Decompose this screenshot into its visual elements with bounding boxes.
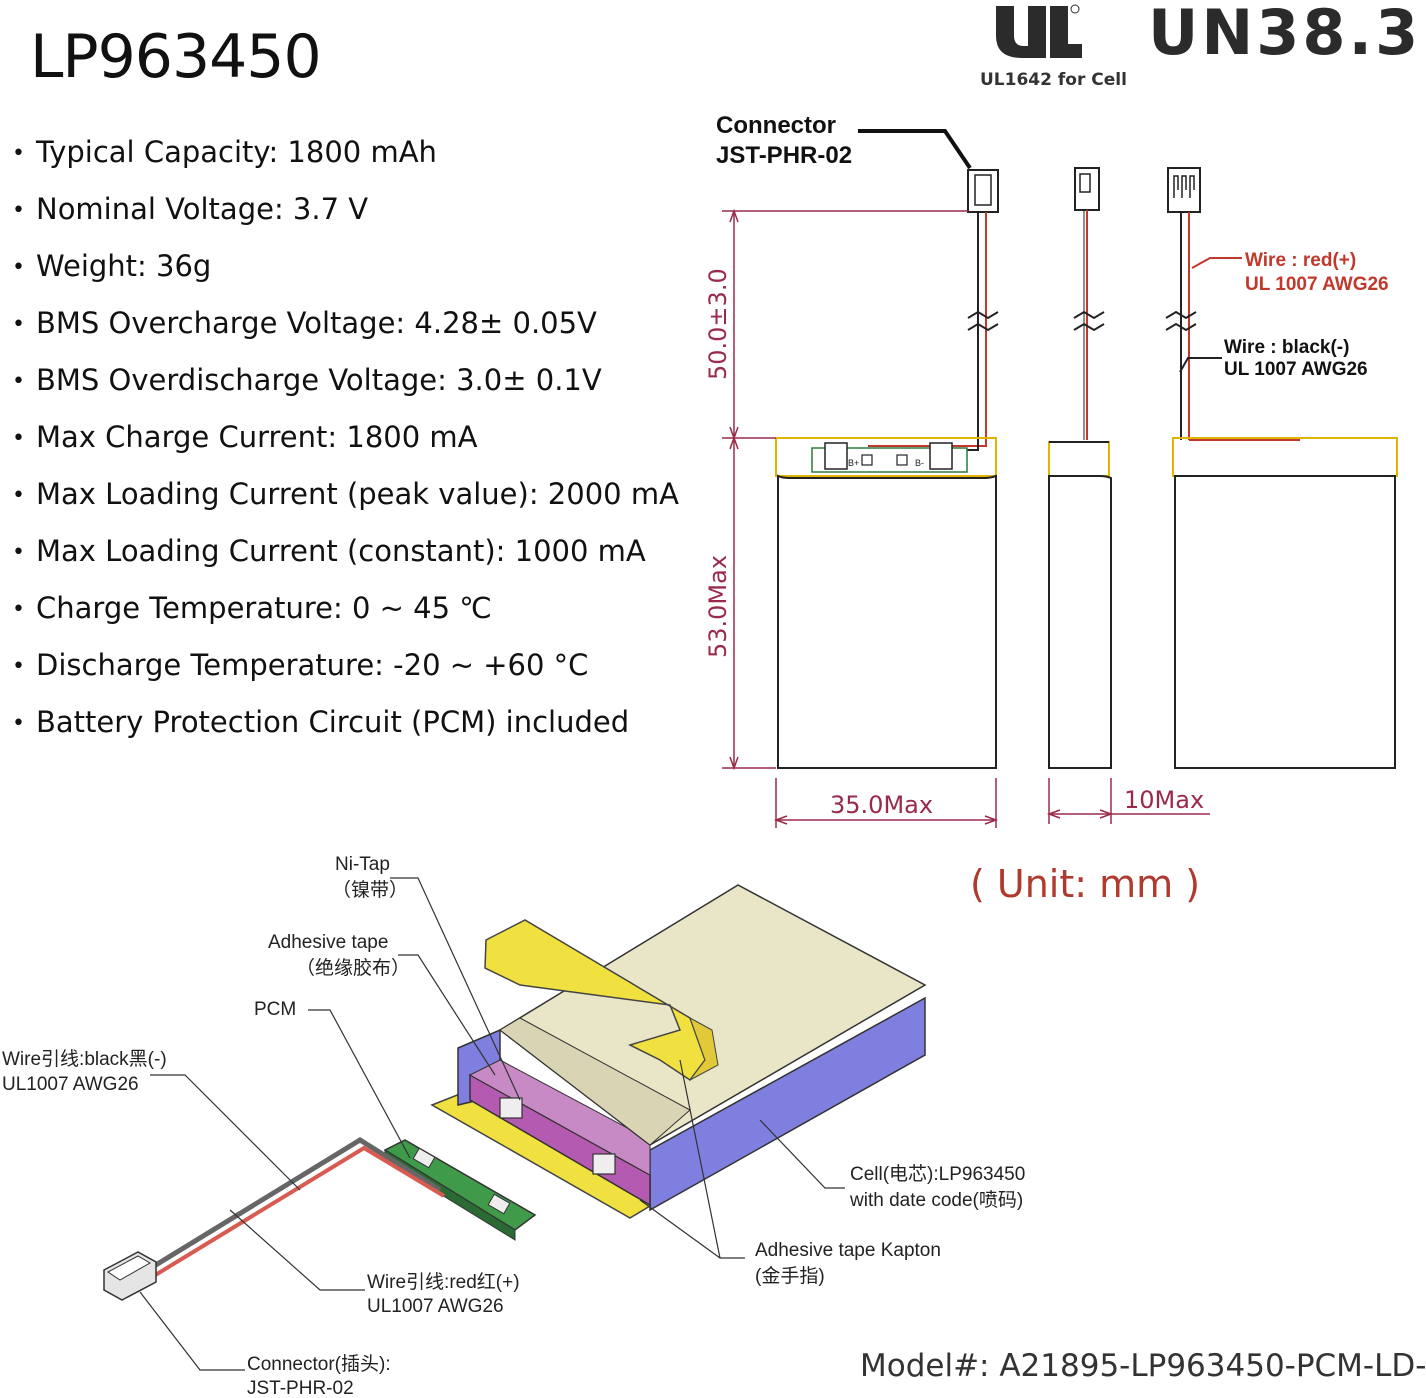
- thickness-dimension-label: 10Max: [1124, 786, 1204, 814]
- connector-label: Connector: [716, 112, 836, 139]
- side-pcm-area: [1048, 441, 1110, 477]
- ul-note: UL1642 for Cell: [980, 70, 1127, 90]
- kapton-callout: Adhesive tape Kapton: [755, 1240, 941, 1261]
- wire-red-callout-spec: UL1007 AWG26: [367, 1296, 504, 1317]
- front-cell-body: [777, 474, 997, 769]
- connector-model-label: JST-PHR-02: [716, 142, 852, 169]
- pcb-b-plus-label: B+: [848, 458, 859, 468]
- connector-callout: Connector(插头):: [247, 1353, 391, 1375]
- adhesive-tape-label-cn: （绝缘胶布）: [296, 957, 410, 979]
- un38-3-mark: UN38.3: [1148, 0, 1422, 69]
- wire-black-callout: Wire引线:black黑(-): [2, 1048, 167, 1070]
- product-title: LP963450: [30, 22, 322, 92]
- spec-item: •Nominal Voltage: 3.7 V: [12, 192, 369, 226]
- front-pcm-area: [775, 437, 997, 477]
- side-cell-body: [1048, 475, 1112, 769]
- height-dimension-label: 53.0Max: [704, 555, 732, 658]
- cell-callout: Cell(电芯):LP963450: [850, 1163, 1025, 1185]
- spec-list: •Typical Capacity: 1800 mAh •Nominal Vol…: [12, 128, 679, 755]
- red-wire: [132, 1145, 446, 1290]
- spec-item: •Max Loading Current (constant): 1000 mA: [12, 534, 646, 568]
- kapton-callout-cn: (金手指): [755, 1265, 825, 1287]
- ni-tap-label-cn: （镍带）: [332, 879, 408, 901]
- width-dimension-label: 35.0Max: [830, 791, 933, 819]
- model-number: Model#: A21895-LP963450-PCM-LD-: [860, 1348, 1426, 1384]
- top-adhesive-tape: [484, 919, 706, 1082]
- rear-pcm-area: [1172, 437, 1398, 477]
- spec-item: •Weight: 36g: [12, 249, 212, 283]
- connector-callout-model: JST-PHR-02: [247, 1378, 354, 1398]
- spec-item: •Max Loading Current (peak value): 2000 …: [12, 477, 679, 511]
- jst-connector: [103, 1251, 157, 1301]
- wire-red-label: Wire : red(+): [1245, 250, 1356, 271]
- ul-logo-icon: [996, 4, 1082, 58]
- spec-item: •BMS Overdischarge Voltage: 3.0± 0.1V: [12, 363, 602, 397]
- side-connector: [1074, 167, 1100, 211]
- black-wire: [126, 1137, 442, 1285]
- unit-note: ( Unit: mm ): [970, 862, 1201, 906]
- rear-cell-body: [1174, 475, 1396, 769]
- spec-item: •Discharge Temperature: -20 ~ +60 °C: [12, 648, 589, 682]
- rear-connector: [1167, 167, 1201, 213]
- adhesive-tape-label: Adhesive tape: [268, 932, 388, 953]
- spec-item: •BMS Overcharge Voltage: 4.28± 0.05V: [12, 306, 597, 340]
- pcb-b-minus-label: B-: [915, 458, 924, 468]
- wire-black-callout-spec: UL1007 AWG26: [2, 1074, 139, 1095]
- pcm-label: PCM: [254, 999, 296, 1020]
- wire-red-spec: UL 1007 AWG26: [1245, 274, 1389, 295]
- cell-date-code-callout: with date code(喷码): [849, 1189, 1023, 1211]
- wire-black-label: Wire : black(-): [1224, 337, 1349, 358]
- exploded-view: Ni-Tap （镍带） Adhesive tape （绝缘胶布） PCM Wir…: [2, 854, 1025, 1398]
- spec-item: •Max Charge Current: 1800 mA: [12, 420, 478, 454]
- ni-tap-label: Ni-Tap: [335, 854, 390, 875]
- spec-item: •Battery Protection Circuit (PCM) includ…: [12, 705, 630, 739]
- connector-leader: [858, 129, 972, 170]
- spec-item: •Typical Capacity: 1800 mAh: [12, 135, 437, 169]
- wire-black-spec: UL 1007 AWG26: [1224, 359, 1368, 380]
- wire-break-mark: [967, 310, 999, 332]
- dimension-drawing: Connector JST-PHR-02 B+ B- 50.0±3.0 53.0…: [704, 112, 1398, 828]
- lead-dimension-label: 50.0±3.0: [704, 268, 732, 380]
- wire-red-callout: Wire引线:red红(+): [367, 1271, 520, 1293]
- spec-item: •Charge Temperature: 0 ~ 45 ℃: [12, 591, 492, 625]
